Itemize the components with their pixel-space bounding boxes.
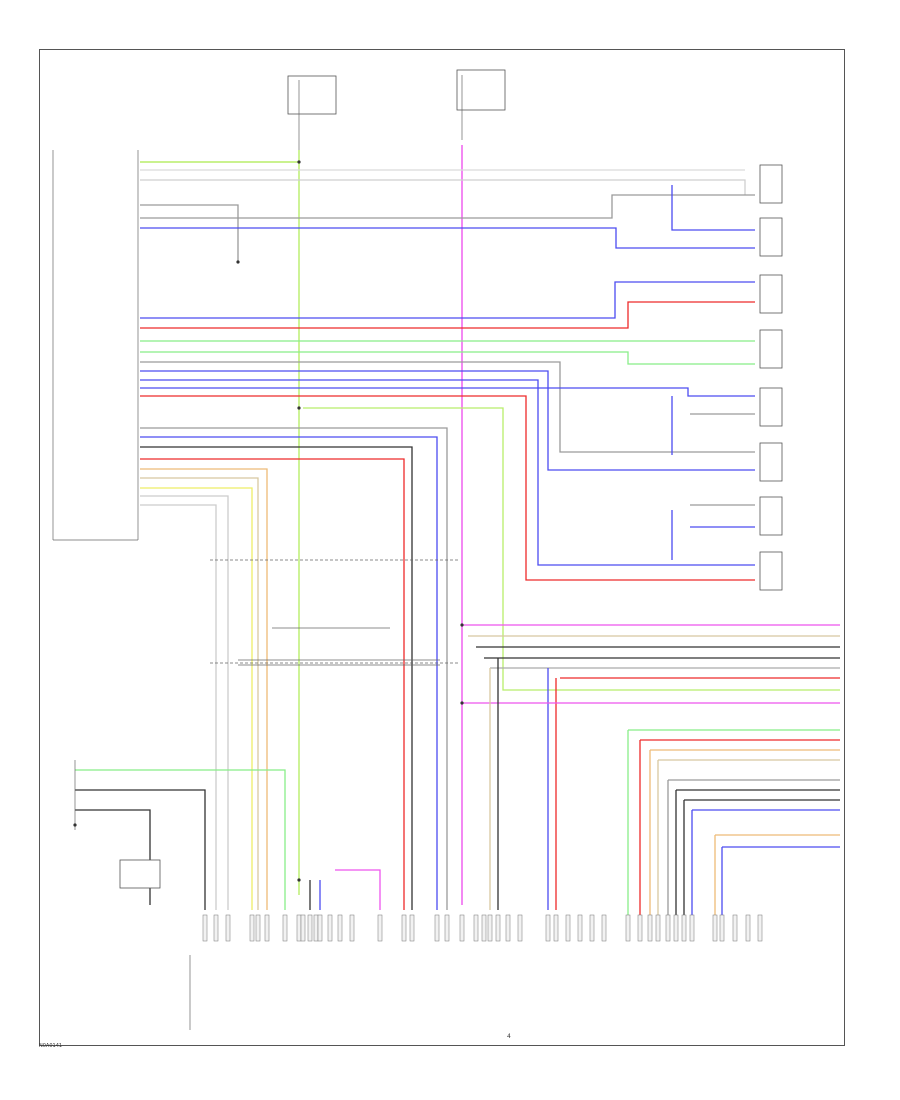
left-rear-tweeter-connector <box>759 551 783 591</box>
wire-pink-illum <box>335 869 381 910</box>
junction-dot-5 <box>236 260 240 264</box>
bottom-connector-terminal-23 <box>481 914 487 942</box>
left-front-speaker-connector <box>759 217 783 257</box>
wire-down-tan-1 <box>140 477 259 910</box>
bottom-connector-terminal-20 <box>444 914 450 942</box>
wire-spk-rr-1 <box>140 281 755 319</box>
bottom-connector-terminal-8 <box>296 914 302 942</box>
junction-dot-6 <box>297 878 301 882</box>
wire-remote-dark <box>75 789 206 910</box>
bottom-connector-terminal-26 <box>505 914 511 942</box>
left-rear-speaker-connector <box>759 329 783 369</box>
right-rear-speaker-connector <box>759 274 783 314</box>
bottom-connector-terminal-18 <box>409 914 415 942</box>
junction-dot-2 <box>297 406 301 410</box>
bottom-connector-terminal-24 <box>487 914 493 942</box>
bottom-connector-terminal-1 <box>202 914 208 942</box>
wire-down-blu-1 <box>140 436 438 910</box>
bottom-connector-terminal-35 <box>637 914 643 942</box>
wire-spk-fr-2 <box>140 179 746 195</box>
bottom-connector-terminal-19 <box>434 914 440 942</box>
bottom-connector-terminal-4 <box>249 914 255 942</box>
wire-down-dark-1 <box>140 446 413 910</box>
bottom-connector-terminal-25 <box>495 914 501 942</box>
bottom-connector-terminal-6 <box>264 914 270 942</box>
diagram-frame <box>39 49 845 1046</box>
fuse-box-left <box>287 75 337 115</box>
wire-spk-lrt-2 <box>140 395 755 581</box>
bottom-connector-terminal-32 <box>589 914 595 942</box>
wire-remote-grn <box>75 769 286 910</box>
wire-spk-fr-3 <box>140 194 755 219</box>
bottom-connector-terminal-9 <box>300 914 306 942</box>
remote-ground-dot <box>73 823 77 827</box>
bottom-connector-terminal-31 <box>577 914 583 942</box>
bottom-connector-terminal-42 <box>712 914 718 942</box>
bottom-connector-terminal-46 <box>757 914 763 942</box>
wire-spk-lf-2 <box>671 185 755 231</box>
bottom-connector-terminal-12 <box>317 914 323 942</box>
wire-down-yel-1 <box>140 487 253 910</box>
wire-spk-lr-2 <box>140 351 755 365</box>
wire-spk-lf-1 <box>140 227 755 249</box>
front-right-speaker-connector <box>759 164 783 204</box>
bottom-connector-terminal-2 <box>213 914 219 942</box>
bottom-connector-terminal-43 <box>719 914 725 942</box>
bottom-connector-terminal-36 <box>647 914 653 942</box>
wire-down-gray-3 <box>140 504 217 910</box>
bottom-connector-terminal-17 <box>401 914 407 942</box>
bottom-connector-terminal-13 <box>327 914 333 942</box>
bottom-connector-terminal-30 <box>565 914 571 942</box>
bottom-connector-terminal-10 <box>307 914 313 942</box>
bottom-connector-terminal-44 <box>732 914 738 942</box>
wire-spk-frt-1 <box>140 387 755 397</box>
bottom-connector-terminal-41 <box>689 914 695 942</box>
wire-spk-rr-2 <box>140 301 755 329</box>
left-tweeter-connector <box>759 496 783 536</box>
bottom-connector-terminal-37 <box>655 914 661 942</box>
wire-spk-rrt-2 <box>140 370 755 471</box>
bottom-connector-terminal-39 <box>673 914 679 942</box>
bottom-connector-terminal-14 <box>337 914 343 942</box>
bottom-connector-terminal-38 <box>665 914 671 942</box>
wire-down-orn-1 <box>140 468 268 910</box>
wire-down-gray-2 <box>140 495 229 910</box>
bottom-connector-terminal-3 <box>225 914 231 942</box>
bottom-connector-terminal-21 <box>459 914 465 942</box>
bottom-connector-terminal-27 <box>517 914 523 942</box>
bottom-connector-terminal-34 <box>625 914 631 942</box>
fuse-box-right <box>456 69 506 111</box>
diagram-id: N0A0141 <box>39 1043 63 1049</box>
bottom-connector-terminal-28 <box>545 914 551 942</box>
front-right-tweeter-connector <box>759 387 783 427</box>
wire-gnd-branch <box>140 204 239 262</box>
bottom-connector-terminal-33 <box>601 914 607 942</box>
wire-remote-dark-2 <box>75 809 151 905</box>
bottom-connector-terminal-7 <box>282 914 288 942</box>
steering-switch-box <box>119 859 161 889</box>
bottom-connector-terminal-29 <box>553 914 559 942</box>
junction-dot-3 <box>460 623 464 627</box>
wire-spk-rrt-1 <box>140 361 755 453</box>
bottom-connector-terminal-45 <box>745 914 751 942</box>
junction-dot-4 <box>460 701 464 705</box>
wire-spk-lrt-1 <box>140 379 755 566</box>
bottom-connector-terminal-16 <box>377 914 383 942</box>
page-number: 4 <box>507 1033 511 1040</box>
bottom-connector-terminal-40 <box>681 914 687 942</box>
bottom-connector-terminal-22 <box>473 914 479 942</box>
rear-right-tweeter-connector <box>759 442 783 482</box>
bottom-connector-terminal-15 <box>349 914 355 942</box>
bottom-connector-terminal-11 <box>313 914 319 942</box>
wire-ign-to-right <box>303 407 840 691</box>
bottom-connector-terminal-5 <box>255 914 261 942</box>
junction-dot-1 <box>297 160 301 164</box>
wire-down-gray-1 <box>140 427 448 910</box>
wire-down-red-1 <box>140 458 405 910</box>
